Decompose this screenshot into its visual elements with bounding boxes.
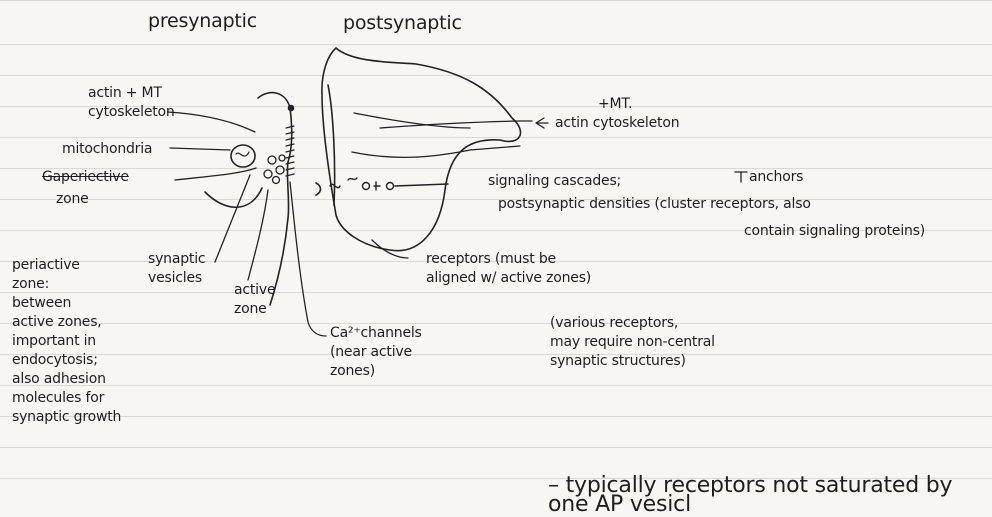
postsynaptic-outline bbox=[322, 48, 521, 251]
label-plus-mt: +MT. bbox=[598, 95, 632, 114]
bottom-note: – typically receptors not saturated by o… bbox=[548, 476, 992, 514]
label-mitochondria: mitochondria bbox=[62, 140, 152, 159]
label-actin-cytoskeleton: actin cytoskeleton bbox=[555, 114, 679, 133]
presynaptic-lower-outline bbox=[205, 188, 262, 207]
label-anchors: anchors bbox=[749, 168, 803, 187]
label-zone: zone bbox=[56, 190, 89, 209]
anchor-mark bbox=[735, 172, 747, 182]
leader-lines bbox=[168, 112, 532, 336]
label-ca-channels: Ca²⁺channels (near active zones) bbox=[330, 324, 422, 381]
active-zone-dot bbox=[289, 106, 294, 111]
label-active-zone: active zone bbox=[234, 281, 275, 319]
label-periactive-crossed: Gaperiective bbox=[42, 168, 129, 187]
heading-presynaptic: presynaptic bbox=[148, 12, 257, 31]
receptor-icon bbox=[330, 178, 448, 190]
presynaptic-terminal-outline bbox=[258, 93, 292, 305]
synaptic-vesicle-icon bbox=[264, 155, 285, 184]
mitochondrion-icon bbox=[231, 145, 255, 167]
label-signaling-proteins: contain signaling proteins) bbox=[744, 222, 925, 241]
label-various-receptors: (various receptors, may require non-cent… bbox=[550, 314, 715, 371]
cleft-bracket bbox=[316, 183, 321, 195]
label-synaptic-vesicles: synaptic vesicles bbox=[148, 250, 205, 288]
label-postsynaptic-densities: postsynaptic densities (cluster receptor… bbox=[498, 195, 811, 214]
label-periactive-note: periactive zone: between active zones, i… bbox=[12, 256, 121, 427]
label-signaling-cascades: signaling cascades; bbox=[488, 172, 621, 191]
heading-postsynaptic: postsynaptic bbox=[343, 14, 462, 33]
label-receptors: receptors (must be aligned w/ active zon… bbox=[426, 250, 591, 288]
actin-arrow bbox=[536, 118, 548, 128]
label-actin-mt: actin + MT cytoskeleton bbox=[88, 84, 175, 122]
